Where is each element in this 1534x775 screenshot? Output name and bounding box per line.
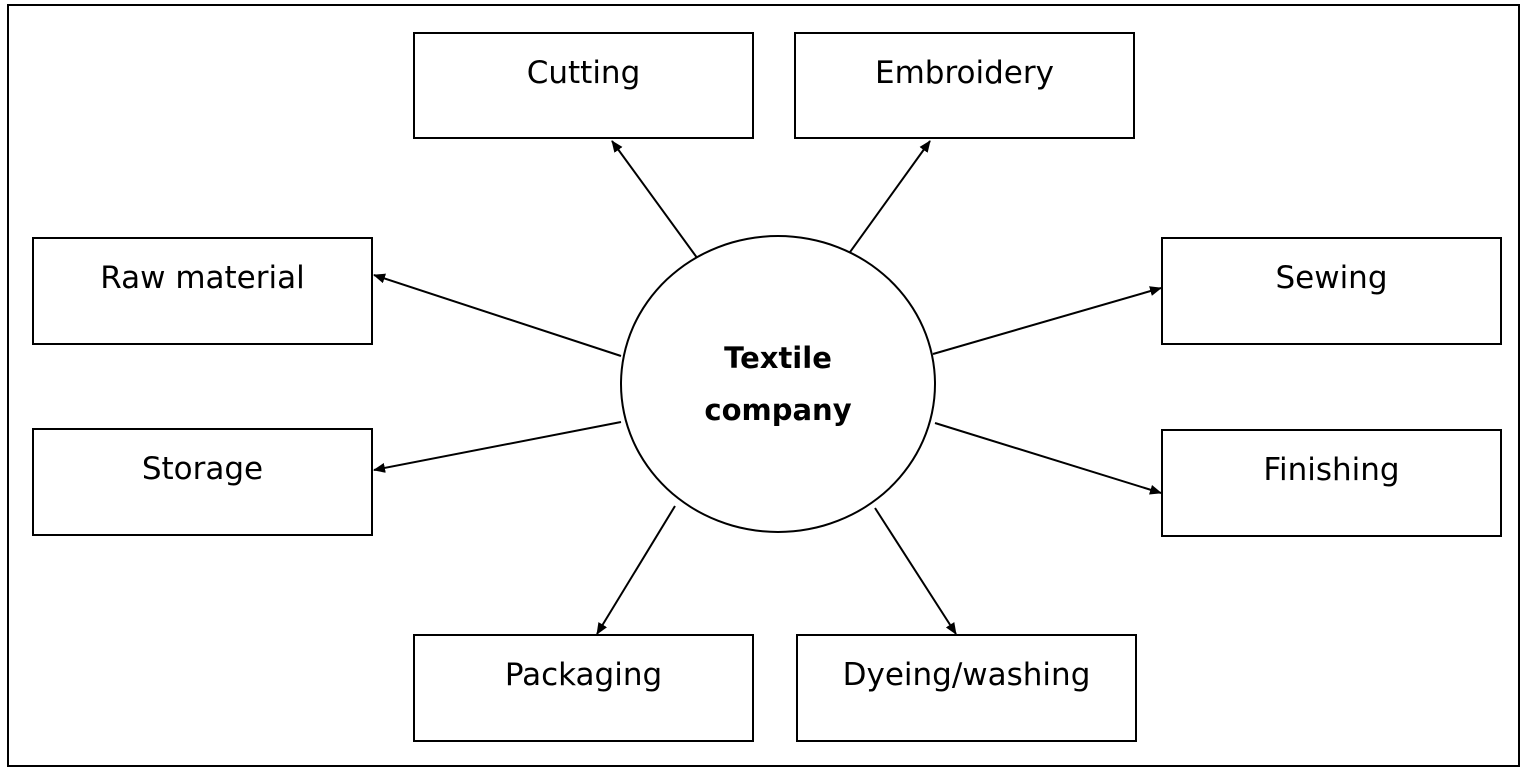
node-cutting: Cutting	[413, 32, 754, 139]
node-cutting-label: Cutting	[526, 55, 641, 91]
node-finishing: Finishing	[1161, 429, 1502, 537]
node-dyeing-washing-label: Dyeing/washing	[842, 657, 1091, 693]
arrow-to-embroidery	[839, 140, 931, 267]
center-node-line1: Textile	[724, 341, 832, 375]
node-storage: Storage	[32, 428, 373, 536]
node-packaging-label: Packaging	[504, 657, 663, 693]
diagram-frame	[7, 4, 1520, 767]
center-node-line2: company	[704, 393, 852, 427]
arrow-to-sewing	[932, 286, 1162, 355]
node-packaging: Packaging	[413, 634, 754, 742]
node-sewing-label: Sewing	[1275, 260, 1388, 296]
node-raw-material: Raw material	[32, 237, 373, 345]
node-storage-label: Storage	[141, 451, 264, 487]
arrow-to-storage	[373, 421, 622, 473]
arrow-to-dyeing-washing	[874, 507, 957, 635]
node-sewing: Sewing	[1161, 237, 1502, 345]
arrow-to-packaging	[596, 505, 676, 635]
arrow-to-cutting	[611, 140, 704, 267]
center-node-textile-company: Textile company	[620, 235, 936, 533]
node-finishing-label: Finishing	[1263, 452, 1400, 488]
arrow-to-raw-material	[373, 273, 622, 357]
node-embroidery-label: Embroidery	[875, 55, 1054, 91]
node-dyeing-washing: Dyeing/washing	[796, 634, 1137, 742]
arrow-to-finishing	[934, 422, 1162, 495]
node-raw-material-label: Raw material	[100, 260, 305, 296]
node-embroidery: Embroidery	[794, 32, 1135, 139]
